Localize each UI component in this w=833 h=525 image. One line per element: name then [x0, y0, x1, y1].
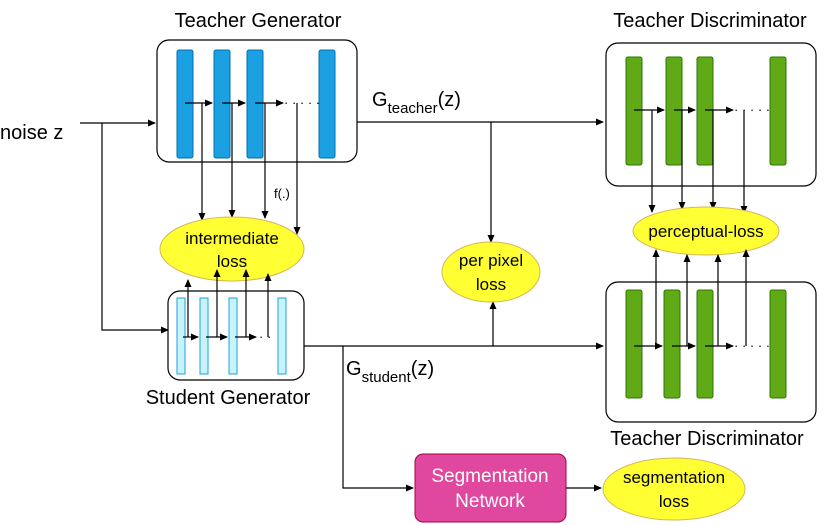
segmentation-loss-label-2: loss — [659, 492, 689, 511]
teacher-generator-layers — [176, 49, 336, 159]
discriminator-top-layer — [665, 56, 683, 166]
teacher-discriminator-bottom-layers — [625, 289, 787, 399]
segmentation-loss-label-1: segmentation — [623, 468, 725, 487]
teacher-discriminator-top-title: Teacher Discriminator — [613, 10, 807, 32]
student-generator-layer — [176, 297, 186, 375]
g-student-label: Gstudent(z) — [346, 358, 434, 386]
student-generator-layer — [277, 297, 287, 375]
per-pixel-loss-label-2: loss — [476, 275, 506, 294]
segmentation-network-label-1: Segmentation — [431, 466, 548, 487]
g-teacher-label: Gteacher(z) — [372, 89, 461, 117]
perceptual-loss-label: perceptual-loss — [648, 222, 763, 241]
discriminator-bottom-layer — [663, 289, 681, 399]
teacher-generator-layer — [246, 49, 264, 159]
teacher-generator-title: Teacher Generator — [175, 10, 342, 32]
teacher-generator-ellipsis: · · · · · — [284, 95, 320, 110]
teacher-discriminator-bottom-title: Teacher Discriminator — [610, 428, 804, 450]
student-generator-layer — [199, 297, 209, 375]
noise-label: noise z — [0, 122, 63, 144]
student-to-segmentation-arrow — [342, 346, 414, 492]
discriminator-bottom-ellipsis: · · · · · — [734, 338, 770, 353]
student-generator-title: Student Generator — [146, 387, 311, 409]
student-generator-layers — [176, 297, 287, 375]
discriminator-bottom-layer — [696, 289, 714, 399]
teacher-discriminator-top-layers — [625, 56, 787, 166]
teacher-generator-layer — [176, 49, 194, 159]
student-generator-layer — [228, 297, 238, 375]
intermediate-loss-label-2: loss — [217, 252, 247, 271]
perceptual-loss-ellipse — [632, 206, 780, 256]
discriminator-bottom-layer — [625, 289, 643, 399]
discriminator-top-layer — [625, 56, 643, 166]
discriminator-top-layer — [696, 56, 714, 166]
discriminator-top-ellipsis: · · · · · — [734, 102, 770, 117]
discriminator-bottom-layer — [769, 289, 787, 399]
student-generator-ellipsis: · · — [259, 329, 271, 344]
teacher-generator-layer — [213, 49, 231, 159]
f-function-label: f(.) — [274, 186, 290, 201]
discriminator-top-layer — [769, 56, 787, 166]
intermediate-loss-ellipse — [159, 216, 305, 282]
noise-to-student-arrow — [101, 123, 169, 334]
segmentation-loss-ellipse — [602, 457, 746, 521]
segmentation-network-label-2: Network — [455, 491, 525, 512]
intermediate-loss-label-1: intermediate — [185, 229, 279, 248]
per-pixel-loss-label-1: per pixel — [459, 251, 523, 270]
per-pixel-loss-ellipse — [441, 241, 541, 303]
teacher-generator-layer — [318, 49, 336, 159]
